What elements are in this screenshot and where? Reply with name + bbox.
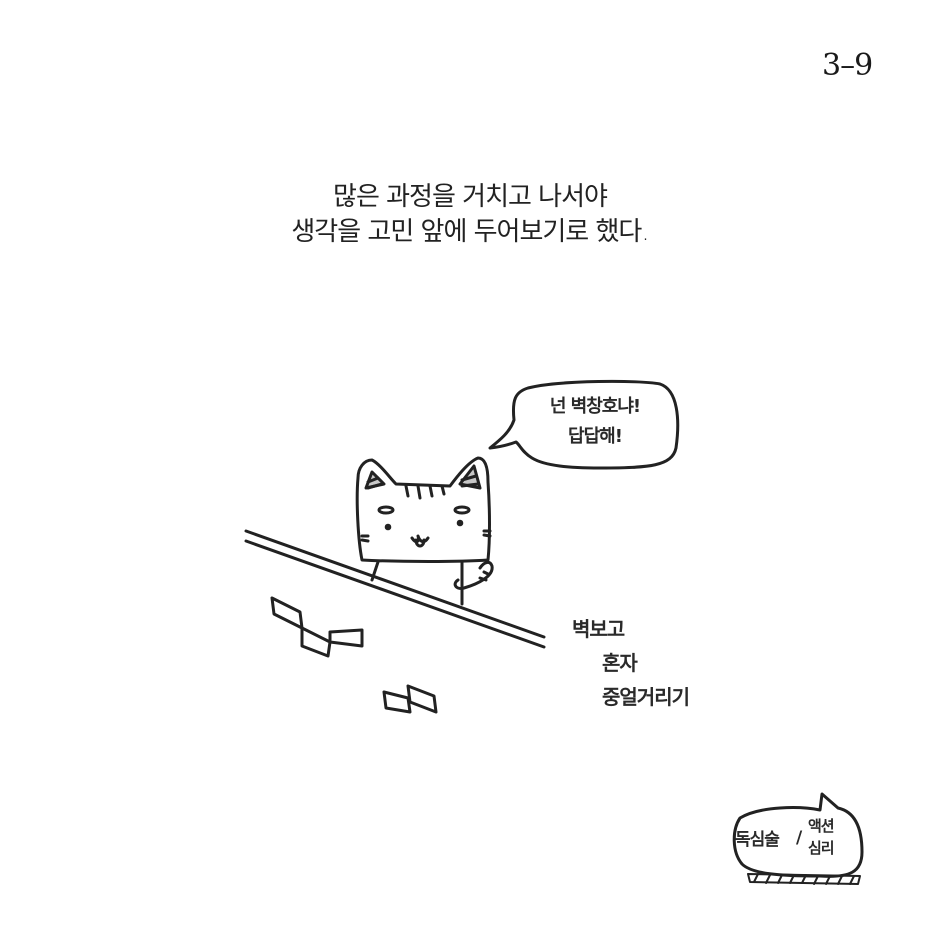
side-caption-line-2: 혼자 — [602, 651, 638, 675]
cat-character — [355, 456, 494, 606]
side-caption: 벽보고 혼자 중얼거리기 — [572, 612, 690, 714]
badge-slash: / — [796, 828, 803, 848]
page-number: 3–9 — [822, 48, 873, 83]
speech-bubble-text: 넌 벽창호냐! 답답해! — [520, 392, 670, 452]
badge-right-line-2: 심리 — [808, 839, 835, 857]
narration-line-1: 많은 과정을 거치고 나서야 — [333, 182, 608, 212]
speech-line-1: 넌 벽창호냐! — [549, 396, 641, 417]
side-caption-line-1: 벽보고 — [572, 617, 625, 641]
wall-bricks — [270, 596, 438, 714]
speech-bubble — [488, 379, 680, 470]
narration-caption: 많은 과정을 거치고 나서야 생각을 고민 앞에 두어보기로 했다. — [0, 180, 940, 250]
badge-right-line-1: 액션 — [808, 817, 835, 835]
badge-right-text: 액션 심리 — [808, 815, 835, 859]
speech-line-2: 답답해! — [568, 426, 623, 447]
wall-top-edge — [244, 529, 546, 649]
badge-left-text: 독심술 — [735, 830, 780, 850]
badge-bubble — [732, 792, 864, 885]
side-caption-line-3: 중얼거리기 — [602, 685, 690, 709]
narration-line-2: 생각을 고민 앞에 두어보기로 했다. — [291, 217, 649, 247]
